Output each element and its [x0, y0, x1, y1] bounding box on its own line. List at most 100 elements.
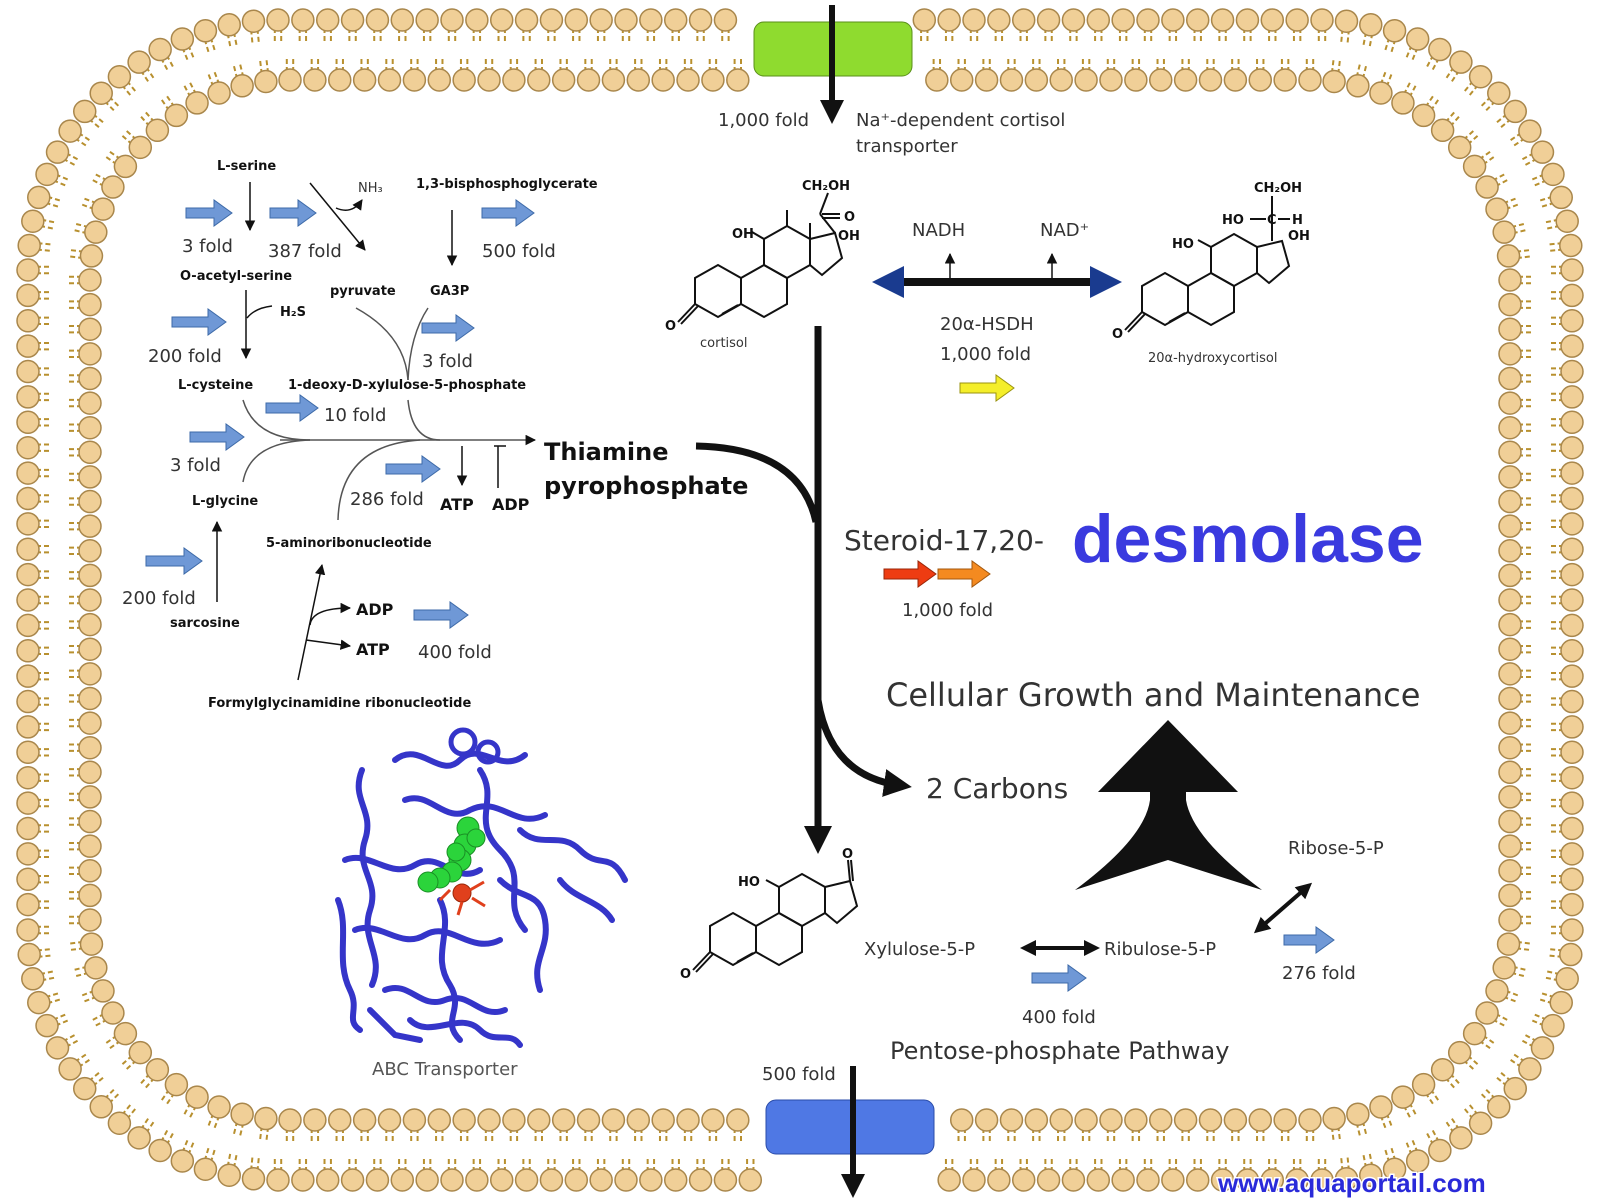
lipid-head [962, 8, 986, 32]
lipid-head [1369, 81, 1393, 105]
hc-o: O [1112, 327, 1123, 342]
lipid-head [78, 317, 102, 341]
lipid-head [21, 967, 45, 991]
growth-title: Cellular Growth and Maintenance [886, 676, 1420, 714]
lipid-head [1273, 68, 1297, 92]
lipid-head [101, 1001, 125, 1025]
lipid-head [1560, 918, 1584, 942]
ribose-label: Ribose-5-P [1288, 838, 1384, 859]
lipid-head [278, 68, 302, 92]
lipid-head [365, 1168, 390, 1192]
ribulose-label: Ribulose-5-P [1104, 939, 1216, 960]
lipid-head [1498, 415, 1522, 440]
lipid-head [79, 244, 104, 268]
lipid-head [1223, 68, 1248, 92]
lipid-head [738, 1168, 763, 1192]
lipid-head [78, 711, 102, 735]
lipid-head [1185, 8, 1210, 32]
fold-arrow [171, 308, 227, 336]
desmolase-watermark: desmolase [1072, 501, 1424, 577]
lipid-head [1298, 68, 1322, 92]
sarcosine-label: sarcosine [170, 616, 240, 631]
lipid-head [1498, 366, 1522, 391]
lipid-head [402, 68, 427, 92]
lipid-head [1036, 1168, 1061, 1192]
lipid-head [1560, 715, 1584, 739]
lipid-head [1161, 8, 1185, 32]
lipid-head [427, 68, 452, 92]
lipid-head [539, 1168, 564, 1192]
lipid-head [78, 662, 102, 686]
lipid-head [1468, 64, 1493, 89]
l-serine-label: L-serine [217, 159, 276, 174]
formyl-label: Formylglycinamidine ribonucleotide [208, 696, 471, 711]
lipid-head [937, 1168, 961, 1192]
lipid-head [1310, 1168, 1334, 1192]
lipid-head [452, 1108, 476, 1132]
export-fold: 500 fold [762, 1064, 836, 1085]
desmolase-red-arrow [883, 560, 937, 588]
fold-3-glycine: 3 fold [170, 455, 221, 476]
lipid-head [1173, 68, 1198, 92]
lipid-head [17, 942, 41, 967]
androgen-o-ketone: O [842, 847, 853, 862]
lipid-head [1462, 154, 1487, 179]
lipid-head [1260, 8, 1285, 32]
lipid-head [1503, 1076, 1528, 1101]
lipid-head [1560, 334, 1584, 358]
lipid-head [193, 1157, 218, 1181]
lipid-head [1541, 162, 1565, 187]
lipid-head [1498, 292, 1522, 317]
lipid-head [1498, 834, 1522, 858]
lipid-head [527, 68, 551, 92]
lipid-head [1498, 588, 1522, 612]
hc-ho-20: HO [1222, 213, 1244, 228]
abc-transporter-protein [335, 727, 628, 1048]
lipid-head [1496, 244, 1521, 268]
lipid-head [16, 486, 40, 511]
lipid-head [328, 68, 352, 92]
fold-arrow [385, 455, 441, 483]
lipid-head [1173, 1108, 1198, 1132]
lipid-head [1391, 91, 1415, 115]
lipid-head [16, 740, 40, 765]
lipid-head [107, 64, 132, 89]
cortisol-label: cortisol [700, 336, 748, 351]
lipid-head [1560, 562, 1584, 587]
lipid-head [551, 68, 576, 92]
fold-3-serine: 3 fold [182, 236, 233, 257]
lipid-head [1210, 1168, 1235, 1192]
lipid-head [502, 1108, 526, 1132]
lipid-head [16, 461, 40, 485]
pentose-label: Pentose-phosphate Pathway [890, 1037, 1229, 1065]
lipid-head [113, 1021, 138, 1046]
lipid-head [58, 1057, 82, 1081]
lipid-head [639, 8, 663, 32]
ribose-exchange-arrow [1253, 882, 1313, 934]
lipid-head [1560, 410, 1584, 435]
lipid-head [663, 1168, 688, 1192]
lipid-head [726, 1108, 750, 1132]
lipid-head [1498, 539, 1522, 563]
lipid-head [217, 1163, 241, 1187]
lipid-head [16, 512, 40, 536]
lipid-head [1061, 8, 1086, 32]
lipid-head [576, 68, 601, 92]
import-fold: 1,000 fold [718, 110, 809, 131]
lipid-head [489, 1168, 514, 1192]
lipid-head [266, 8, 290, 32]
fold-arrow [481, 199, 535, 227]
lipid-head [1555, 209, 1579, 233]
lipid-head [16, 410, 40, 435]
lipid-head [987, 8, 1011, 32]
lipid-head [45, 140, 70, 164]
lipid-head [589, 1168, 613, 1192]
lipid-head [1485, 979, 1509, 1003]
lipid-head [1099, 68, 1123, 92]
lipid-head [91, 197, 115, 221]
lipid-head [1447, 1040, 1472, 1065]
lipid-head [1518, 119, 1542, 143]
lipid-head [688, 8, 713, 32]
lipid-head [78, 809, 102, 834]
lipid-head [16, 588, 40, 612]
